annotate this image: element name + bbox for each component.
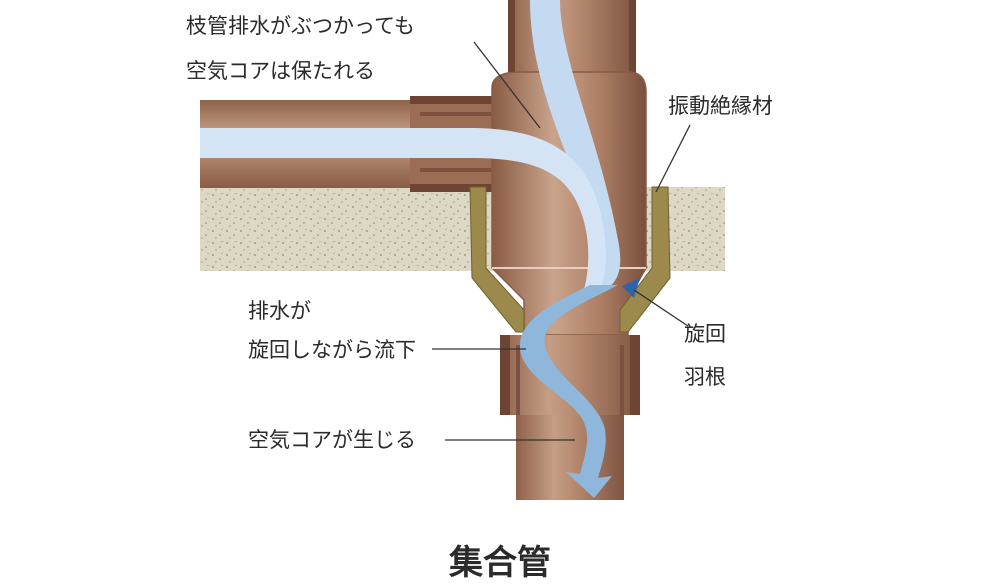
- label-branch-line1: 枝管排水がぶつかっても: [186, 14, 415, 38]
- insulation-left: [469, 186, 525, 333]
- upper-riser-pipe: [508, 0, 636, 82]
- label-vibration-insulator: 振動絶縁材: [668, 94, 773, 118]
- lower-pipe: [516, 415, 624, 500]
- label-swirl-line1: 排水が: [248, 299, 311, 323]
- leader-vibration: [655, 124, 691, 193]
- diagram-caption: 集合管: [448, 543, 551, 583]
- leader-branch: [473, 41, 541, 129]
- leader-vane: [633, 289, 689, 327]
- upper-riser-wall-left: [508, 0, 515, 82]
- lower-joint-inner-left: [516, 345, 520, 415]
- label-swirl-line2: 旋回しながら流下: [248, 338, 416, 362]
- upper-riser-wall-right: [629, 0, 636, 82]
- label-branch-line2: 空気コアは保たれる: [186, 59, 375, 83]
- label-vane-line1: 旋回: [684, 322, 726, 346]
- branch-joint-rim-bottom: [410, 184, 500, 192]
- branch-joint-rim-top: [410, 96, 500, 104]
- branch-joint-rim-inner: [420, 112, 500, 116]
- label-aircore: 空気コアが生じる: [248, 428, 416, 452]
- lower-joint-inner-right: [620, 345, 624, 415]
- water-from-branch: [200, 128, 606, 290]
- label-vane-line2: 羽根: [684, 365, 726, 389]
- swirl-vane: [622, 278, 640, 298]
- branch-joint-rim-inner2: [420, 168, 500, 172]
- swirl-flow: [519, 285, 618, 498]
- lower-joint-wall-right: [630, 335, 640, 415]
- lower-joint-wall-left: [500, 335, 510, 415]
